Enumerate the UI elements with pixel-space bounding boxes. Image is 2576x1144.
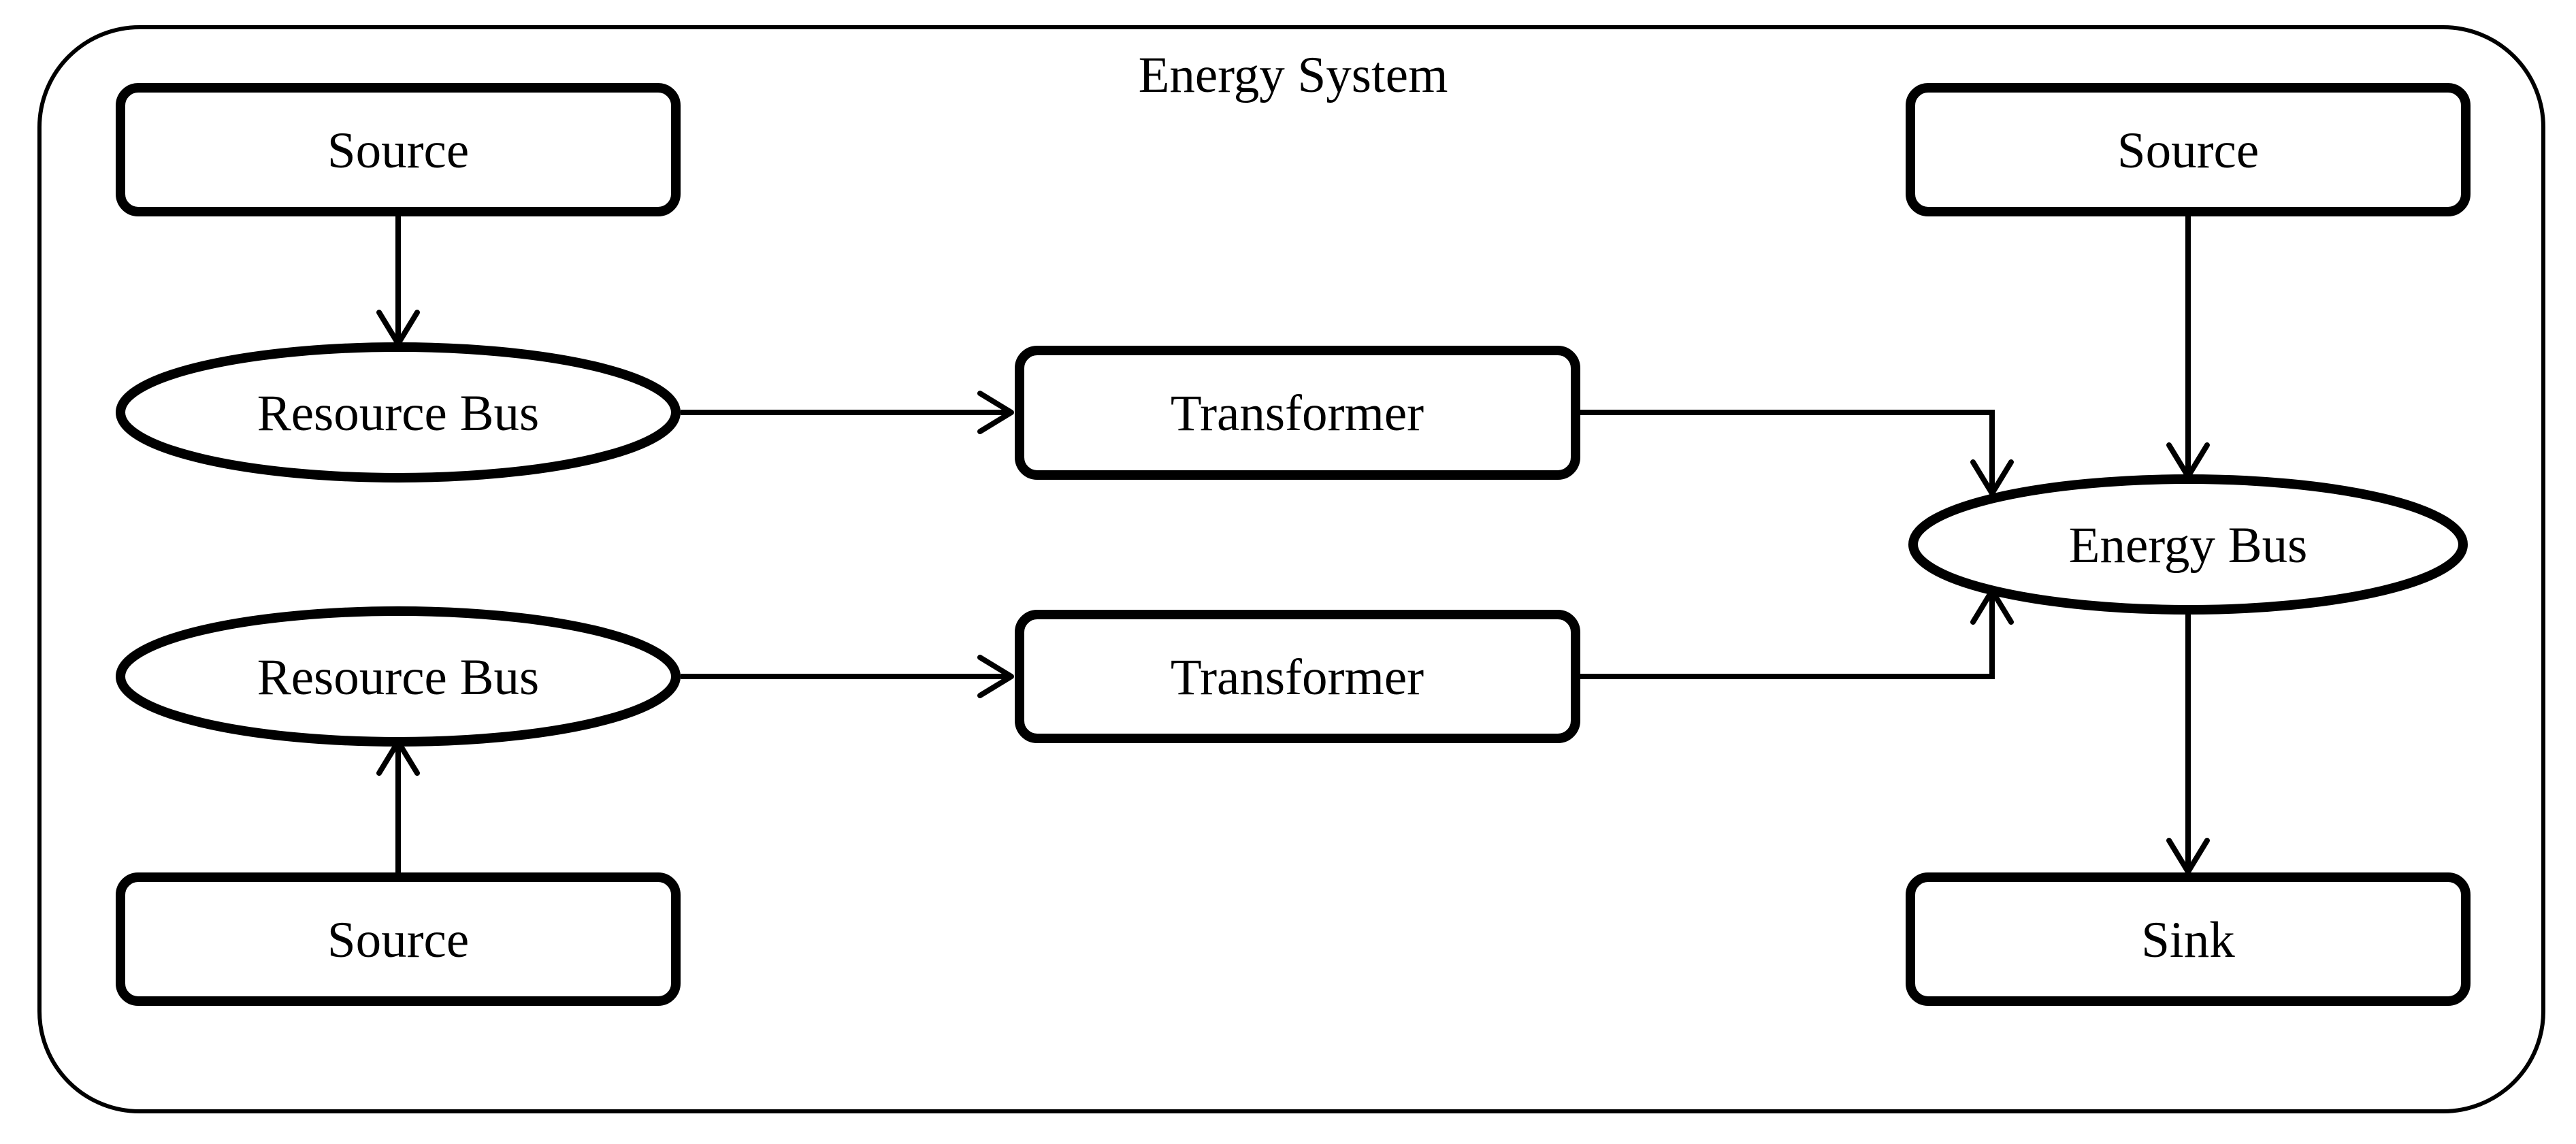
node-source-top-right-label: Source: [2117, 122, 2259, 179]
arrowhead-down-icon: [2166, 838, 2210, 875]
node-source-bottom-left-label: Source: [327, 912, 469, 968]
node-resource-bus-bottom-label: Resource Bus: [257, 649, 540, 706]
edge-source-bottom-left-to-resource-bus-bottom: [376, 739, 420, 872]
node-source-bottom-left: Source: [116, 872, 681, 1006]
node-sink: Sink: [1906, 872, 2471, 1006]
node-sink-shape: [1906, 872, 2471, 1006]
node-transformer-top-label: Transformer: [1171, 385, 1424, 442]
node-resource-bus-bottom-shape: [116, 606, 681, 747]
edge-transformer-top-to-energy-bus: [1580, 410, 2014, 496]
node-source-top-left-label: Source: [327, 122, 469, 179]
node-energy-bus: Energy Bus: [1908, 474, 2468, 615]
node-source-top-right-shape: [1906, 83, 2471, 216]
node-transformer-top: Transformer: [1015, 346, 1580, 480]
node-source-top-right: Source: [1906, 83, 2471, 216]
node-resource-bus-bottom: Resource Bus: [116, 606, 681, 747]
node-transformer-bottom: Transformer: [1015, 610, 1580, 743]
edge-source-top-left-to-resource-bus-top: [376, 216, 420, 346]
node-energy-bus-shape: [1908, 474, 2468, 615]
arrowhead-right-icon: [977, 391, 1014, 434]
node-resource-bus-top: Resource Bus: [116, 342, 681, 483]
node-resource-bus-top-label: Resource Bus: [257, 385, 540, 442]
edge-energy-bus-to-sink: [2166, 615, 2210, 875]
node-resource-bus-top-shape: [116, 342, 681, 483]
node-transformer-bottom-label: Transformer: [1171, 649, 1424, 706]
node-sink-label: Sink: [2141, 912, 2235, 968]
diagram-title: Energy System: [1139, 47, 1448, 103]
edge-transformer-bottom-to-energy-bus: [1580, 588, 2014, 679]
system-boundary-frame: [37, 25, 2545, 1113]
node-source-top-left: Source: [116, 83, 681, 216]
edge-source-top-right-to-energy-bus: [2166, 216, 2210, 479]
edge-resource-bus-top-to-transformer-top: [681, 391, 1014, 434]
node-transformer-top-shape: [1015, 346, 1580, 480]
edge-line: [1580, 410, 1995, 490]
node-transformer-bottom-shape: [1015, 610, 1580, 743]
edge-resource-bus-bottom-to-transformer-bottom: [681, 655, 1014, 698]
node-energy-bus-label: Energy Bus: [2069, 517, 2308, 574]
edge-line: [1580, 594, 1995, 679]
node-source-top-left-shape: [116, 83, 681, 216]
arrowhead-right-icon: [977, 655, 1014, 698]
node-source-bottom-left-shape: [116, 872, 681, 1006]
arrowhead-down-icon: [1970, 459, 2014, 496]
